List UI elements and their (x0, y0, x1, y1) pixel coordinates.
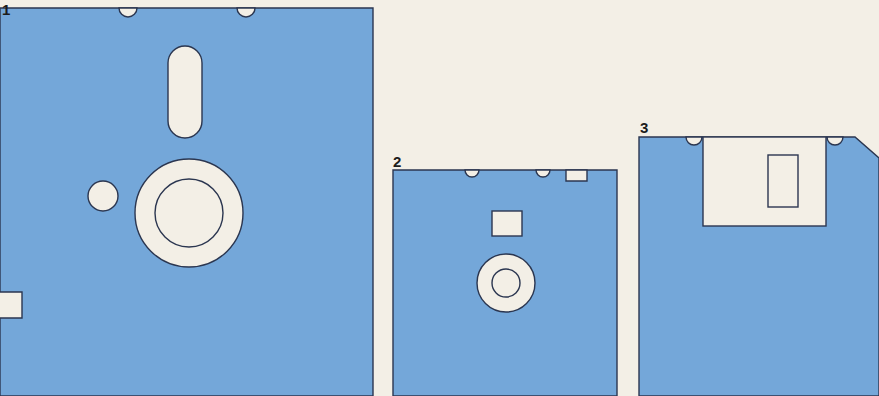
callout-number: 1 (2, 2, 10, 17)
callout-number: 2 (393, 154, 401, 169)
floppy-disk-3in (639, 137, 879, 396)
callout-number: 3 (640, 120, 648, 135)
floppy-disk-5in (393, 170, 617, 396)
floppy-disk-8in (0, 8, 373, 396)
